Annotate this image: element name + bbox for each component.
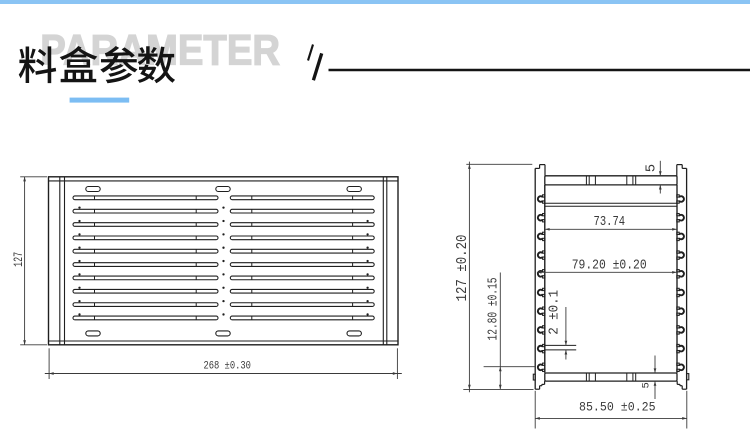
svg-text:85.50 ±0.25: 85.50 ±0.25 — [579, 401, 656, 415]
svg-text:73.74: 73.74 — [594, 215, 626, 230]
svg-text:127: 127 — [11, 252, 26, 267]
svg-text:5: 5 — [640, 382, 652, 388]
svg-text:268 ±0.30: 268 ±0.30 — [203, 361, 251, 373]
svg-text:127 ±0.20: 127 ±0.20 — [455, 235, 471, 302]
svg-text:79.20 ±0.20: 79.20 ±0.20 — [572, 259, 647, 274]
svg-text:2 ±0.1: 2 ±0.1 — [547, 290, 563, 335]
svg-text:12.80 ±0.15: 12.80 ±0.15 — [485, 277, 501, 340]
svg-text:5: 5 — [644, 164, 660, 172]
